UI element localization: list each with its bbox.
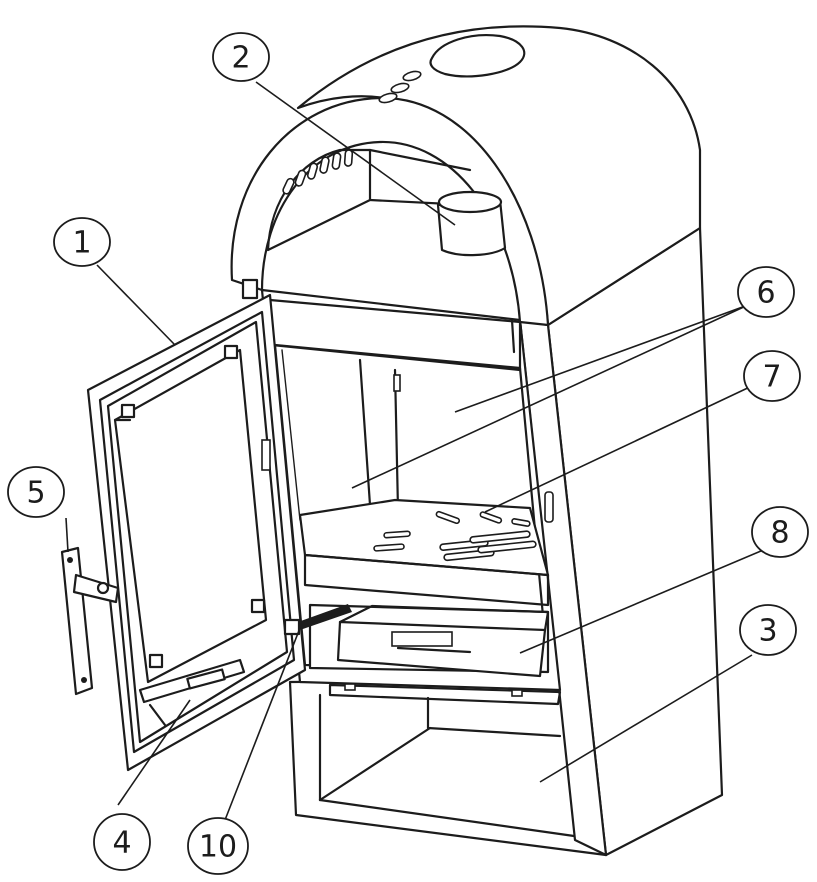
glass-clip-4	[250, 598, 266, 614]
cabinet-floor-diag	[318, 726, 432, 802]
leader-6a	[454, 304, 749, 413]
callout-3-label: 3	[758, 614, 777, 649]
air-vent-knob[interactable]	[186, 668, 226, 690]
callout-7: 7	[743, 350, 801, 402]
flue-pipe-rim	[437, 190, 503, 214]
door-lower-catch	[283, 618, 301, 636]
handle-bar[interactable]	[60, 546, 94, 696]
callout-7-label: 7	[762, 360, 781, 395]
callout-10-label: 10	[199, 830, 237, 865]
leader-2	[255, 81, 456, 226]
air-slider-rod	[298, 604, 352, 630]
back-wall-mid	[393, 368, 400, 512]
callout-2-label: 2	[231, 41, 250, 76]
leader-3	[539, 654, 753, 783]
callout-2: 2	[212, 32, 270, 82]
leader-6b	[351, 304, 749, 489]
door[interactable]	[86, 278, 307, 772]
callout-4-label: 4	[112, 826, 131, 861]
drawer-handle	[391, 631, 453, 647]
grate-front-edge	[303, 553, 550, 607]
callout-8-label: 8	[770, 516, 789, 551]
stove-body	[260, 226, 724, 857]
hood-inner-top	[368, 148, 472, 172]
leader-4	[117, 699, 191, 806]
lower-cabinet-front	[288, 678, 608, 857]
callout-6: 6	[737, 266, 795, 318]
callout-5: 5	[7, 466, 65, 518]
back-wall-slot	[393, 374, 401, 392]
callout-8: 8	[751, 506, 809, 558]
leader-5	[65, 517, 69, 553]
glass-clip-3	[148, 653, 164, 669]
leader-lines	[65, 81, 776, 821]
drawer-rail	[328, 683, 562, 706]
door-inner-frame-2	[106, 320, 289, 744]
pillar-latch	[544, 491, 554, 523]
side-liner	[281, 349, 301, 521]
flue-pipe	[436, 198, 507, 257]
handle-screw	[81, 677, 87, 683]
leader-1	[96, 264, 176, 346]
grate	[298, 498, 550, 607]
air-slider	[298, 604, 352, 630]
ash-drawer	[308, 603, 562, 706]
drawer-lip	[396, 646, 472, 654]
leader-10	[224, 627, 301, 821]
glass-clip-2	[223, 344, 239, 360]
callout-1: 1	[53, 217, 111, 267]
hood-handle	[429, 34, 526, 78]
hood-inner-vents	[282, 149, 354, 195]
callout-4: 4	[93, 813, 151, 871]
drawer-box	[336, 620, 547, 678]
callout-3: 3	[739, 604, 797, 656]
door-glass	[113, 348, 268, 684]
callout-6-label: 6	[756, 276, 775, 311]
door-hinge	[241, 278, 259, 300]
callout-5-label: 5	[26, 476, 45, 511]
grate-slots	[373, 510, 537, 562]
leader-8	[519, 544, 776, 654]
door-inner-frame	[98, 310, 296, 754]
air-vent-stem	[148, 703, 167, 727]
cabinet-floor-line	[318, 798, 576, 838]
handle-pivot	[96, 581, 110, 595]
leader-7	[484, 384, 755, 513]
glass-clip-1	[120, 403, 136, 419]
door-handle[interactable]	[60, 546, 120, 696]
top-hood	[230, 25, 702, 327]
door-latch-slot	[261, 439, 271, 471]
drawer-top	[338, 604, 550, 632]
hood-top-vents	[378, 70, 422, 104]
callout-1-label: 1	[72, 226, 91, 261]
pillar-shade	[510, 318, 516, 354]
callout-10: 10	[187, 817, 249, 875]
handle-screw-top	[67, 557, 73, 563]
